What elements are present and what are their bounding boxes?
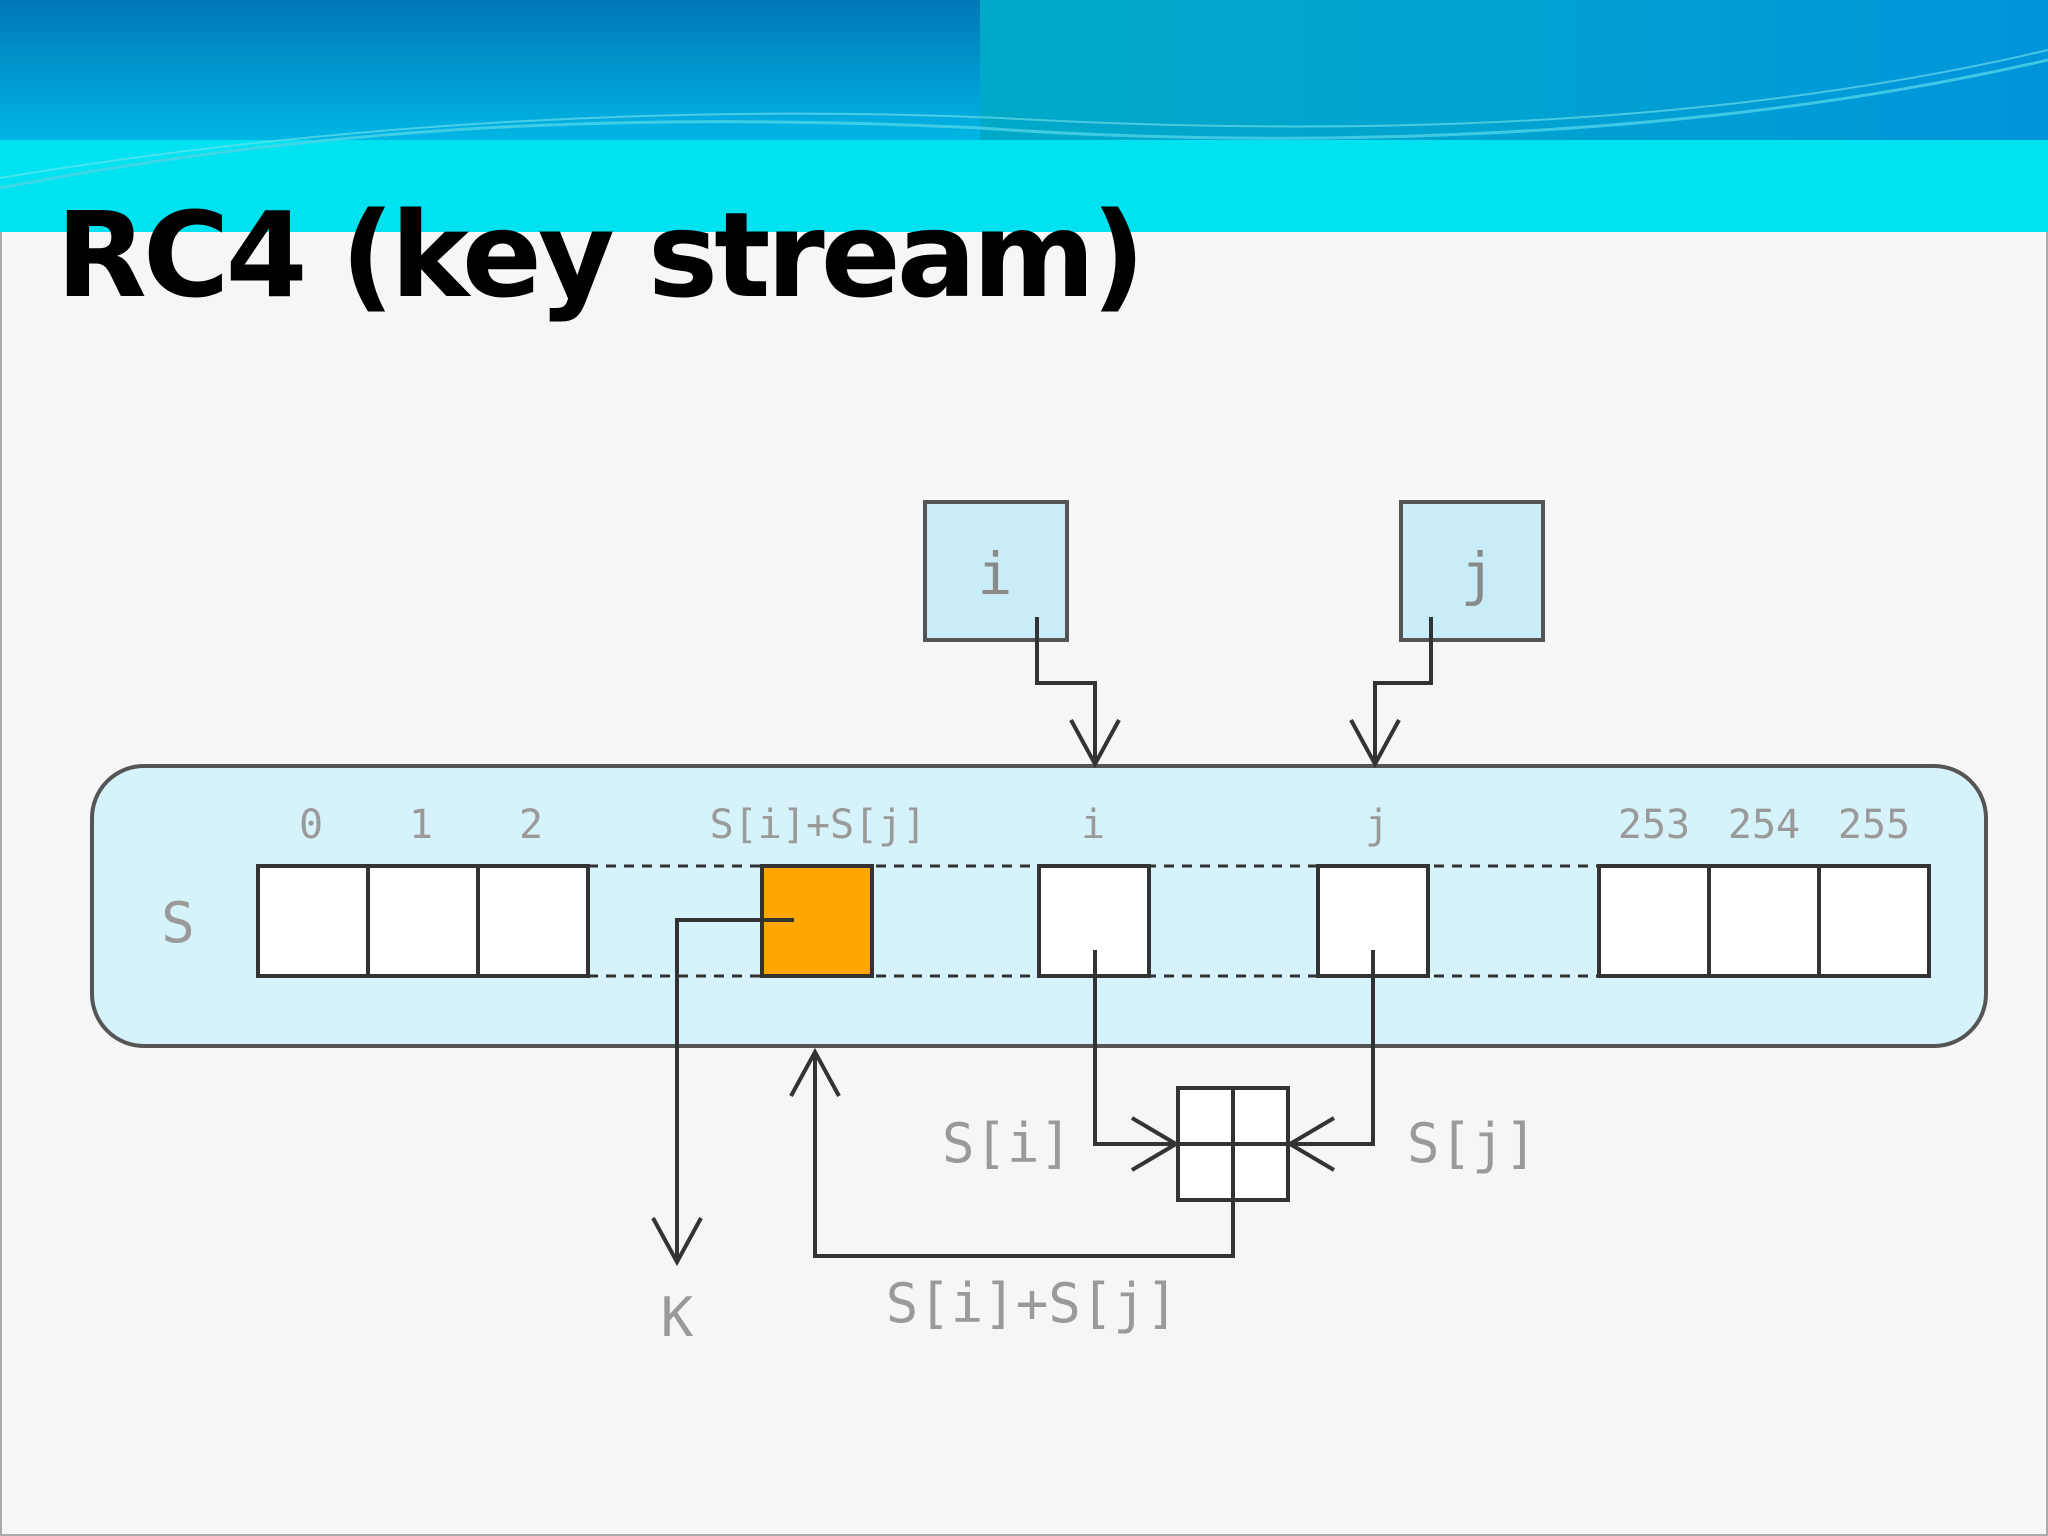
output-k-arrowhead	[651, 1217, 703, 1267]
index-label-i: i	[1081, 802, 1105, 848]
swap-right-label: S[j]	[1407, 1112, 1537, 1175]
array-label: S	[161, 891, 195, 956]
pointer-j-arrowhead	[1349, 719, 1401, 769]
index-label-j: j	[1365, 802, 1389, 848]
pointer-j-box	[1399, 500, 1545, 642]
output-k-label: K	[661, 1286, 694, 1349]
slide-frame	[0, 232, 2048, 1536]
swap-line-from-i	[1093, 950, 1174, 1146]
pointer-j-arrow	[1373, 617, 1433, 764]
array-cell-253	[1597, 864, 1711, 978]
index-label-2: 2	[519, 802, 543, 848]
adder-box	[1176, 1086, 1290, 1202]
index-label-254: 254	[1728, 802, 1800, 848]
array-cell-0	[256, 864, 370, 978]
index-label-1: 1	[409, 802, 433, 848]
index-label-0: 0	[299, 802, 323, 848]
sum-feedback-arrowhead	[789, 1047, 841, 1097]
array-cell-1	[366, 864, 480, 978]
output-k-arrow	[675, 918, 794, 1260]
index-label-253: 253	[1618, 802, 1690, 848]
sum-feedback-arrow	[813, 1052, 1235, 1258]
array-cell-254	[1707, 864, 1821, 978]
pointer-i-arrowhead	[1069, 719, 1121, 769]
array-cell-2	[476, 864, 590, 978]
swap-left-label: S[i]	[942, 1112, 1072, 1175]
slide-title: RC4 (key stream)	[56, 186, 1145, 324]
array-cell-255	[1817, 864, 1931, 978]
swap-line-from-j	[1292, 950, 1375, 1146]
pointer-i-label: i	[978, 540, 1013, 608]
index-label-sum: S[i]+S[j]	[710, 802, 927, 848]
pointer-i-arrow	[1035, 617, 1097, 764]
header-banner	[0, 0, 2048, 232]
pointer-j-label: j	[1461, 540, 1496, 608]
sum-label: S[i]+S[j]	[886, 1272, 1179, 1335]
pointer-i-box	[923, 500, 1069, 642]
index-label-255: 255	[1838, 802, 1910, 848]
